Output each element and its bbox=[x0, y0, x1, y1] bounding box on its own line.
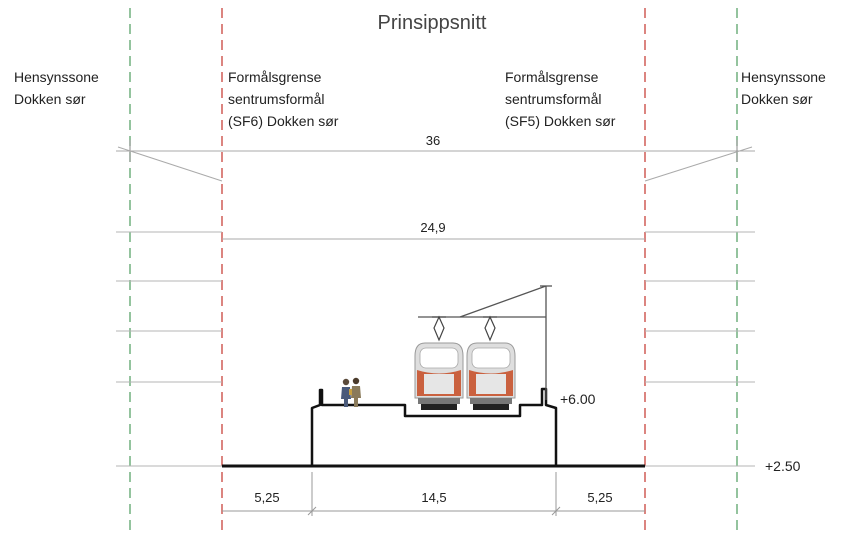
left-zone-label: Hensynssone Dokken sør bbox=[14, 69, 103, 107]
right-zone-label: Hensynssone Dokken sør bbox=[741, 69, 830, 107]
right-setback-value: 5,25 bbox=[587, 490, 612, 505]
floor-level-lines bbox=[116, 231, 755, 383]
inner-width-value: 24,9 bbox=[420, 220, 445, 235]
diagram-title: Prinsippsnitt bbox=[378, 12, 487, 34]
total-width-value: 36 bbox=[426, 133, 440, 148]
train-left bbox=[414, 342, 464, 410]
left-boundary-label: Formålsgrense sentrumsformål (SF6) Dokke… bbox=[228, 69, 339, 129]
deck-level-label: +6.00 bbox=[560, 391, 596, 407]
pedestrians-figure bbox=[341, 377, 361, 407]
train-right bbox=[466, 342, 516, 410]
pantographs bbox=[432, 315, 497, 342]
total-width-dimension bbox=[116, 140, 755, 182]
center-width-value: 14,5 bbox=[421, 490, 446, 505]
right-boundary-label: Formålsgrense sentrumsformål (SF5) Dokke… bbox=[505, 69, 616, 129]
bottom-dimension-line bbox=[222, 472, 645, 516]
left-setback-value: 5,25 bbox=[254, 490, 279, 505]
ground-level-label: +2.50 bbox=[765, 458, 801, 474]
